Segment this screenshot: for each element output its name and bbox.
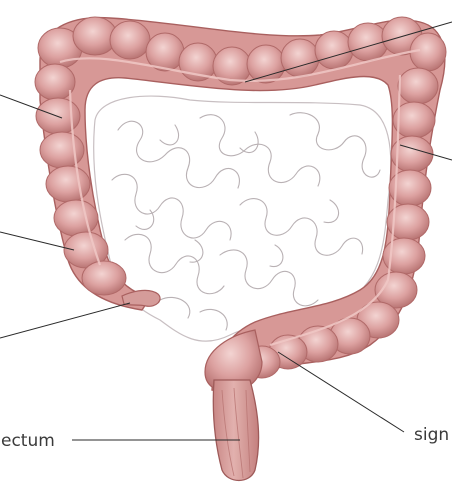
label-sigmoid: sign [414, 425, 449, 445]
label-rectum: ectum [1, 431, 55, 451]
leader-line-sigmoid [278, 352, 404, 432]
leader-line-appendix [0, 303, 130, 338]
rectum [213, 380, 258, 481]
